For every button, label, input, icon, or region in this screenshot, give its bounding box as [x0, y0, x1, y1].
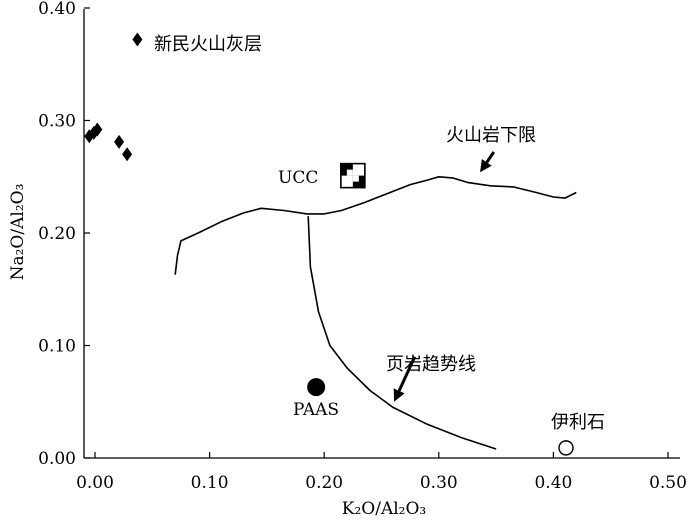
- diamond-point: [114, 134, 125, 149]
- diamond-point: [92, 122, 103, 137]
- curve-label-shale-trend: 页岩趋势线: [386, 354, 476, 375]
- ucc-label: UCC: [278, 168, 318, 188]
- ucc-marker-cell: [346, 169, 353, 176]
- x-ticks: 0.00 0.10 0.20 0.30 0.40 0.50: [76, 452, 687, 493]
- ucc-marker-cell: [352, 175, 359, 182]
- x-tick-label: 0.40: [534, 473, 572, 493]
- plot-frame: [83, 9, 680, 459]
- arrows: [393, 151, 496, 402]
- reference-points: [307, 162, 574, 456]
- y-tick-label: 0.20: [38, 224, 76, 244]
- x-tick-label: 0.00: [76, 473, 114, 493]
- legend-diamond-marker: [132, 32, 143, 47]
- ucc-marker: [340, 162, 366, 189]
- illite-marker: [558, 440, 574, 456]
- shale-trend-arrow: [397, 356, 417, 392]
- y-axis-title: Na₂O/Al₂O₃: [8, 184, 28, 281]
- paas-marker: [307, 378, 326, 397]
- y-tick-label: 0.10: [38, 337, 76, 357]
- y-ticks: 0.00 0.10 0.20 0.30 0.40: [38, 0, 90, 469]
- illite-label: 伊利石: [551, 412, 605, 433]
- x-tick-label: 0.30: [420, 473, 458, 493]
- arrow-head: [480, 158, 492, 173]
- volcanic-lower-limit-curve: [174, 176, 577, 275]
- diamond-marker: [132, 32, 143, 47]
- y-tick-label: 0.40: [38, 0, 76, 19]
- legend-label: 新民火山灰层: [154, 34, 262, 55]
- arrow-head: [393, 388, 405, 402]
- x-tick-label: 0.50: [649, 473, 687, 493]
- x-tick-label: 0.20: [305, 473, 343, 493]
- curve-label-volcanic-lower-limit: 火山岩下限: [446, 125, 536, 146]
- volcanic-limit-arrow: [485, 151, 496, 164]
- shale-trend-curve: [307, 216, 497, 450]
- curves: [174, 176, 577, 450]
- x-axis-title: K₂O/Al₂O₃: [342, 499, 426, 519]
- paas-label: PAAS: [293, 400, 339, 420]
- y-tick-label: 0.30: [38, 112, 76, 132]
- legend: 新民火山灰层: [132, 32, 262, 55]
- y-tick-label: 0.00: [38, 449, 76, 469]
- diamond-point: [122, 147, 133, 162]
- data-points: [84, 122, 133, 162]
- x-tick-label: 0.10: [191, 473, 229, 493]
